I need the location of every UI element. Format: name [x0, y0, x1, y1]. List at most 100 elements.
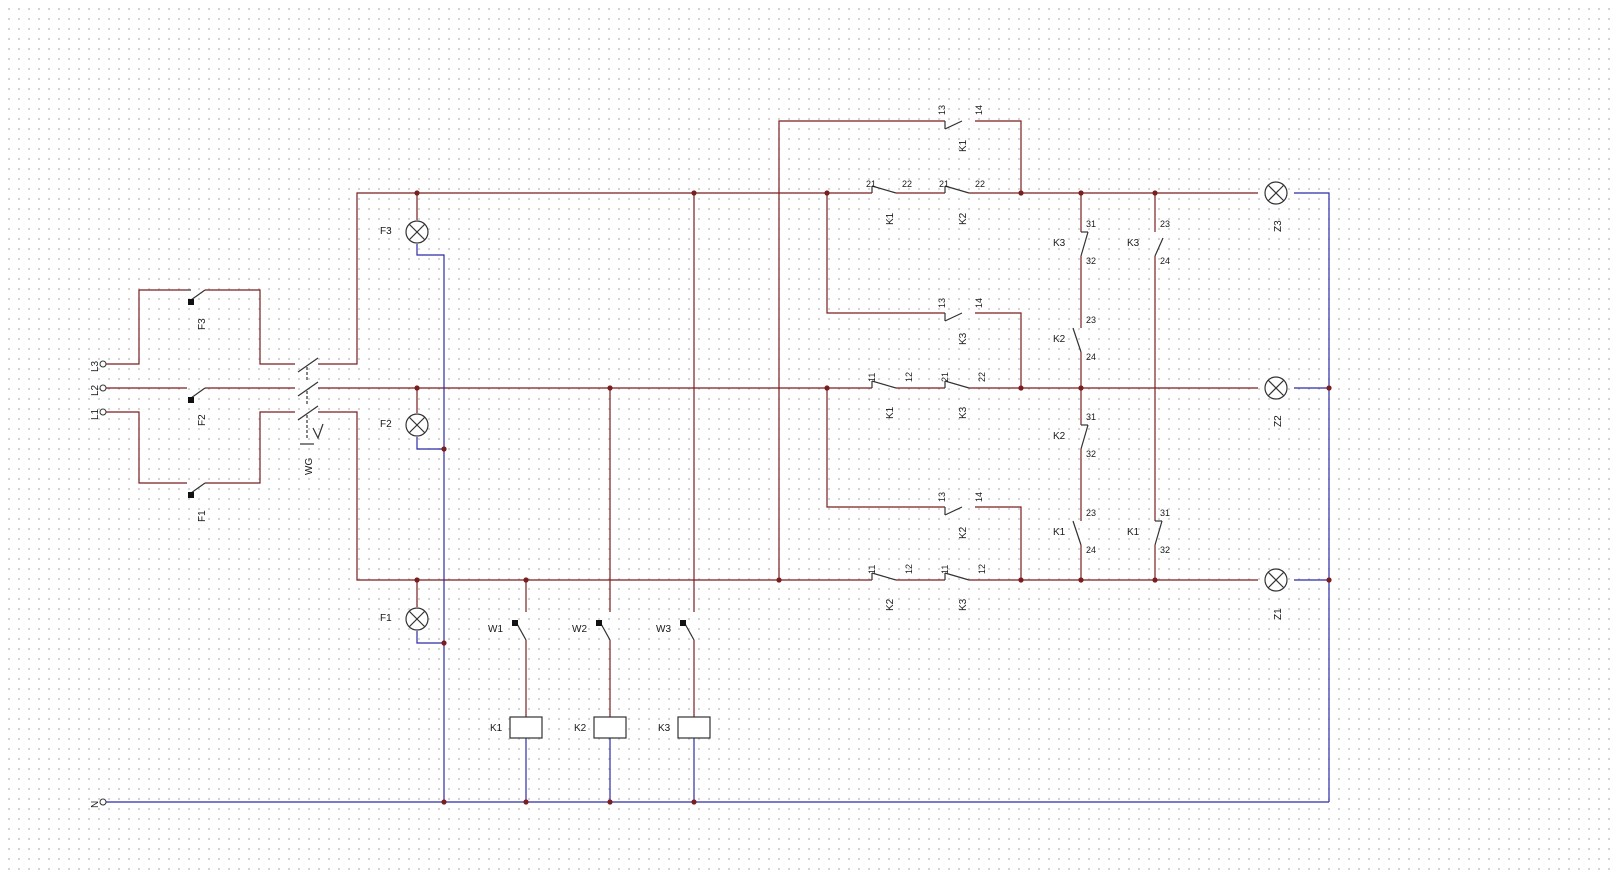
contact-label: K2 [958, 526, 969, 539]
junction-dot [414, 190, 420, 196]
fuse-f2[interactable] [188, 387, 206, 403]
contact-label: K1 [885, 212, 896, 225]
pin-label: 12 [904, 564, 914, 574]
pin-label: 32 [1086, 449, 1096, 459]
pin-label: 23 [1086, 315, 1096, 325]
coil-k1 [509, 716, 543, 739]
terminal-label-n: N [90, 801, 101, 808]
junction-dot [441, 640, 447, 646]
pushbutton-label-w3: W3 [656, 624, 671, 635]
junction-dot [1326, 577, 1332, 583]
contact-label: K3 [958, 406, 969, 419]
contact-label: K3 [1127, 238, 1140, 249]
junction-dot [1152, 190, 1158, 196]
junction-dot [607, 799, 613, 805]
coil-k2 [593, 716, 627, 739]
pin-label: 14 [974, 105, 984, 115]
pin-label: 31 [1160, 508, 1170, 518]
pin-label: 11 [867, 373, 877, 382]
junction-dots [414, 190, 1332, 805]
contact-k2-no-vertical [1072, 327, 1082, 353]
contact-k1-nc-row2 [871, 380, 897, 389]
contact-k1-nc-vertical [1154, 520, 1163, 546]
pin-label: 24 [1086, 352, 1096, 362]
contact-k2-nc-row3 [944, 185, 970, 194]
lamp-f3 [405, 220, 429, 244]
contact-k3-nc-row2 [944, 380, 970, 389]
pin-label: 21 [866, 179, 876, 189]
contact-label: K2 [1053, 334, 1066, 345]
junction-dot [1078, 385, 1084, 391]
pin-label: 11 [867, 565, 877, 574]
main-switch-wg[interactable] [297, 357, 324, 445]
pin-label: 32 [1086, 256, 1096, 266]
terminal-group [99, 360, 107, 806]
fuse-f1[interactable] [188, 482, 206, 498]
junction-dot [1326, 385, 1332, 391]
pin-label: 12 [904, 372, 914, 382]
lamp-label-f3: F3 [380, 226, 392, 237]
pushbutton-w1[interactable] [512, 620, 527, 641]
junction-dot [607, 385, 613, 391]
pushbutton-label-w1: W1 [488, 624, 503, 635]
lamp-z1 [1264, 568, 1288, 592]
coil-label-k1: K1 [490, 723, 503, 734]
pin-label: 13 [937, 298, 947, 308]
contact-label: K1 [958, 139, 969, 152]
junction-dot [441, 799, 447, 805]
contact-k2-no-low [944, 506, 963, 516]
contact-label: K3 [958, 598, 969, 611]
junction-dot [1078, 577, 1084, 583]
fuse-f3[interactable] [187, 289, 206, 305]
pin-label: 13 [937, 492, 947, 502]
pin-label: 23 [1086, 508, 1096, 518]
contact-label: K3 [958, 332, 969, 345]
lamp-label-z3: Z3 [1273, 220, 1284, 232]
junction-dot [1018, 577, 1024, 583]
contact-k2-nc-vertical [1080, 424, 1089, 450]
fuse-label-f3: F3 [197, 318, 208, 330]
terminal-l2[interactable] [99, 384, 107, 392]
pin-label: 22 [902, 179, 912, 189]
junction-dot [824, 385, 830, 391]
pin-label: 12 [977, 564, 987, 574]
lamp-z3 [1264, 181, 1288, 205]
contact-k1-nc-row3 [871, 185, 897, 194]
pin-label: 14 [974, 298, 984, 308]
lamp-label-z1: Z1 [1273, 608, 1284, 620]
terminal-label-l2: L2 [90, 384, 101, 396]
fuse-label-f2: F2 [197, 414, 208, 426]
junction-dot [1018, 190, 1024, 196]
pushbutton-w3[interactable] [680, 620, 695, 641]
pin-label: 31 [1086, 219, 1096, 229]
terminal-n[interactable] [99, 798, 107, 806]
coil-label-k3: K3 [658, 723, 671, 734]
pin-label: 31 [1086, 412, 1096, 422]
junction-dot [776, 577, 782, 583]
junction-dot [523, 577, 529, 583]
pushbutton-w2[interactable] [596, 620, 611, 641]
lamp-label-f2: F2 [380, 419, 392, 430]
pin-label: 23 [1160, 219, 1170, 229]
terminal-l3[interactable] [99, 360, 107, 368]
contact-label: K2 [885, 598, 896, 611]
terminal-l1[interactable] [99, 408, 107, 416]
contact-label: K1 [1127, 527, 1140, 538]
fuse-label-f1: F1 [197, 510, 208, 522]
lamp-f1 [405, 607, 429, 631]
terminal-label-l1: L1 [90, 408, 101, 420]
junction-dot [1078, 190, 1084, 196]
contact-k3-nc-vertical [1080, 231, 1089, 257]
lamp-label-f1: F1 [380, 613, 392, 624]
coil-label-k2: K2 [574, 723, 587, 734]
pin-label: 32 [1160, 545, 1170, 555]
junction-dot [824, 190, 830, 196]
contact-k1-no-vertical [1072, 520, 1082, 546]
junction-dot [414, 385, 420, 391]
lamp-f2 [405, 413, 429, 437]
coil-k3 [677, 716, 711, 739]
pin-label: 22 [977, 372, 987, 382]
phase-wiring [106, 120, 1258, 717]
pin-label: 11 [940, 565, 950, 574]
